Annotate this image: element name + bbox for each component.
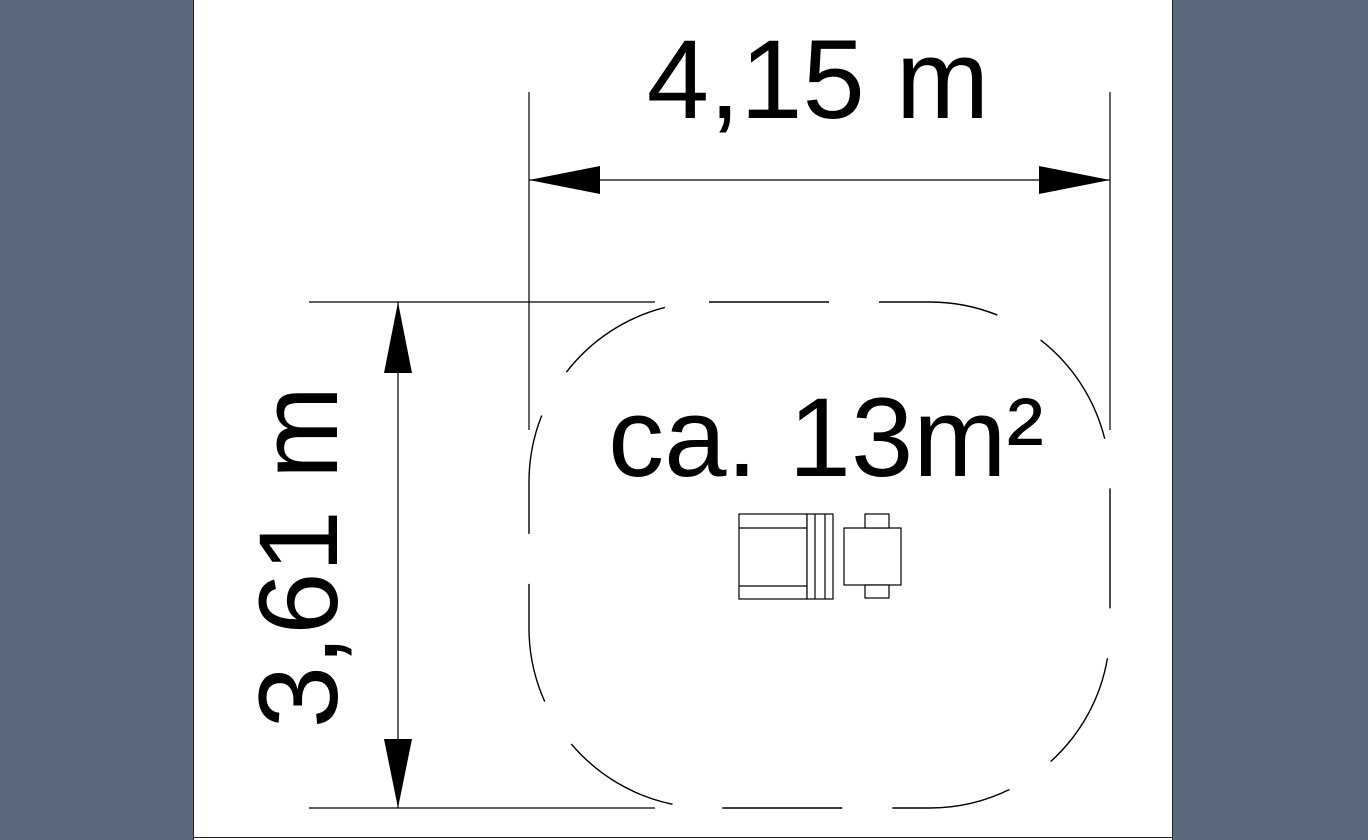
height-dimension (309, 301, 655, 809)
safety-zone-outline (528, 301, 1111, 809)
width-arrow-left (529, 166, 600, 194)
drawing-sheet (193, 0, 1173, 840)
width-dimension-label: 4,15 m (647, 17, 989, 142)
height-arrow-top (384, 302, 412, 373)
height-arrow-bottom (384, 739, 412, 808)
width-dimension (528, 92, 1111, 430)
equipment-divider (806, 513, 834, 600)
sheet-bottom-border (193, 837, 1173, 838)
height-dimension-label: 3,61 m (236, 386, 361, 728)
equipment-handle-bottom (864, 584, 890, 599)
equipment-handle-top (864, 513, 890, 529)
area-label: ca. 13m² (608, 375, 1044, 500)
equipment-symbol (738, 513, 902, 600)
width-arrow-right (1039, 166, 1110, 194)
equipment-seat (843, 527, 902, 586)
